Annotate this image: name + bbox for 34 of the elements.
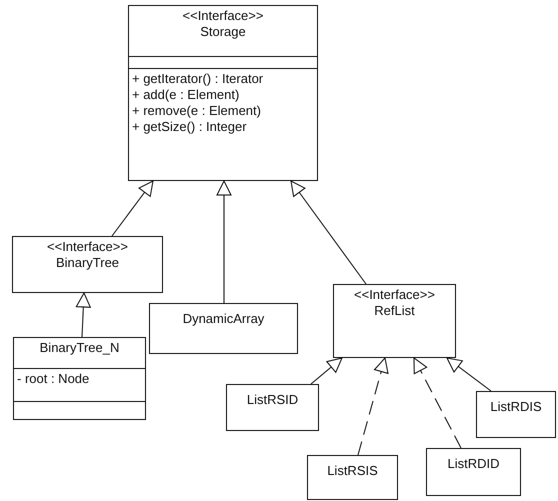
member-text: - root : Node <box>17 371 90 387</box>
class-box <box>226 384 319 431</box>
class-box <box>128 5 318 181</box>
class-header-text: RefList <box>374 303 415 319</box>
class-name: ListRSID <box>246 392 298 408</box>
class-header-text: Storage <box>200 24 246 40</box>
class-box <box>13 337 146 420</box>
class-box <box>149 303 298 354</box>
inheritance-arrow <box>216 180 232 304</box>
inheritance-arrow <box>414 358 462 448</box>
class-name: ListRSIS <box>327 463 378 479</box>
class-name: ListRDID <box>447 456 500 472</box>
class-box <box>12 236 163 293</box>
inheritance-arrow <box>290 180 366 284</box>
class-name: DynamicArray <box>182 311 264 327</box>
class-box <box>426 448 521 496</box>
class-name: ListRDIS <box>490 399 542 415</box>
member-text: + getIterator() : Iterator <box>132 71 264 87</box>
class-header-text: BinaryTree <box>56 255 120 271</box>
class-box <box>307 455 398 500</box>
class-box <box>333 284 456 358</box>
class-header-text: <<Interface>> <box>182 8 264 24</box>
inheritance-arrow <box>76 292 91 338</box>
class-header-text: <<Interface>> <box>354 287 435 303</box>
member-text: + getSize() : Integer <box>132 119 247 135</box>
member-text: + add(e : Element) <box>132 87 240 103</box>
inheritance-arrow <box>112 180 154 236</box>
inheritance-arrow <box>310 358 342 384</box>
inheritance-arrow <box>358 358 388 456</box>
member-text: + remove(e : Element) <box>132 103 261 119</box>
class-header-text: <<Interface>> <box>47 239 128 255</box>
class-box <box>476 391 556 438</box>
inheritance-arrow <box>446 358 492 392</box>
class-header-text: BinaryTree_N <box>40 340 120 356</box>
